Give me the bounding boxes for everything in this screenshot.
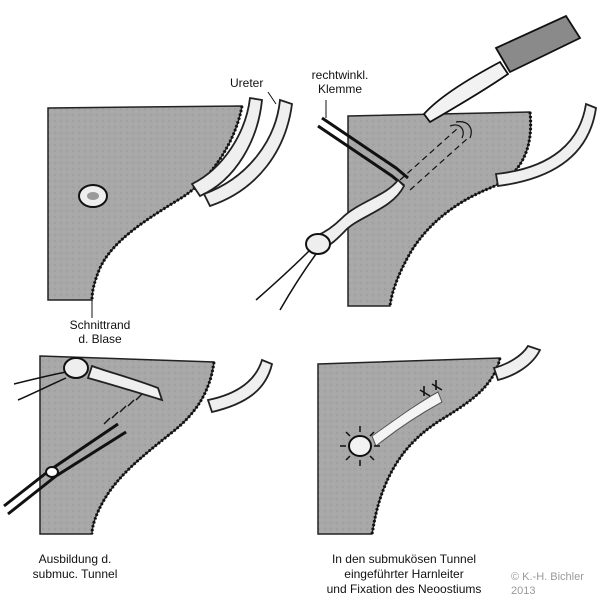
panel-3-scissors-pivot: [45, 466, 59, 478]
panel-2-tunnel-dash-2: [409, 137, 469, 191]
panel-2-stay-suture-ring: [305, 233, 331, 255]
label-clamp-line-1: rechtwinkl.: [311, 68, 369, 82]
panel-1-orifice-lumen: [87, 192, 99, 200]
panel-2-incision-marks: [449, 121, 472, 139]
panel-4-closure-sutures: [419, 380, 443, 397]
label-schnittrand: Schnittrand d. Blase: [58, 318, 142, 346]
panel-4-implanted-ureter: [371, 391, 443, 447]
panel-2-scalpel: [422, 60, 510, 124]
panel-3-ureter: [206, 358, 274, 414]
label-tunnel-formation-line-1: Ausbildung d.: [38, 552, 112, 566]
label-rechtwinkl-klemme: rechtwinkl. Klemme: [302, 68, 378, 96]
label-final-step-line-3: und Fixation des Neoostiums: [326, 582, 482, 596]
panel-3-cut-edge: [90, 361, 216, 535]
copyright-line-1: © K.-H. Bichler: [511, 571, 584, 583]
panel-1-ureter: [190, 96, 263, 198]
panel-2-clamp-tunnel: [255, 14, 597, 311]
panel-3-tunnel-stitches: [103, 387, 151, 425]
panel-1-cut-edge: [90, 105, 244, 301]
label-tunnel-formation-line-2: submuc. Tunnel: [32, 567, 118, 581]
label-clamp-line-2: Klemme: [317, 82, 362, 96]
panel-4-neoostium: [317, 344, 542, 535]
panel-4-ureter: [492, 344, 542, 382]
ureter-label-pointer: [267, 91, 277, 105]
panel-3-pulled-ureter: [86, 364, 164, 402]
label-ausbildung: Ausbildung d. submuc. Tunnel: [20, 552, 130, 582]
copyright-notice: © K.-H. Bichler 2013: [511, 570, 584, 598]
panel-3-scissors: [3, 422, 127, 516]
panel-4-neoostium-fixation: [340, 426, 380, 466]
label-ureter: Ureter: [230, 76, 264, 90]
panel-3-stay-suture-ring: [63, 357, 89, 379]
panel-2-tunnel-dash-1: [399, 127, 459, 181]
panel-2-scalpel-handle: [494, 14, 582, 74]
panel-2-cut-edge: [388, 111, 533, 307]
panel-1-bladder-opening: [47, 91, 293, 318]
panel-3-suture-threads: [13, 371, 67, 401]
label-final-step-line-2: eingeführter Harnleiter: [344, 567, 464, 581]
panel-4-neoostium: [348, 435, 372, 457]
label-final-step-line-1: In den submukösen Tunnel: [331, 552, 477, 566]
label-cut-edge-line-1: Schnittrand: [69, 318, 131, 332]
copyright-line-2: 2013: [511, 585, 536, 597]
panel-2-suture-threads: [255, 249, 317, 311]
panel-2-ureter-stump: [494, 102, 597, 188]
label-final-step: In den submukösen Tunnel eingeführter Ha…: [306, 552, 502, 597]
panel-1-ureter-outer: [202, 98, 293, 208]
label-cut-edge-line-2: d. Blase: [78, 332, 122, 346]
panel-3-tunnel-formation: [3, 355, 274, 535]
